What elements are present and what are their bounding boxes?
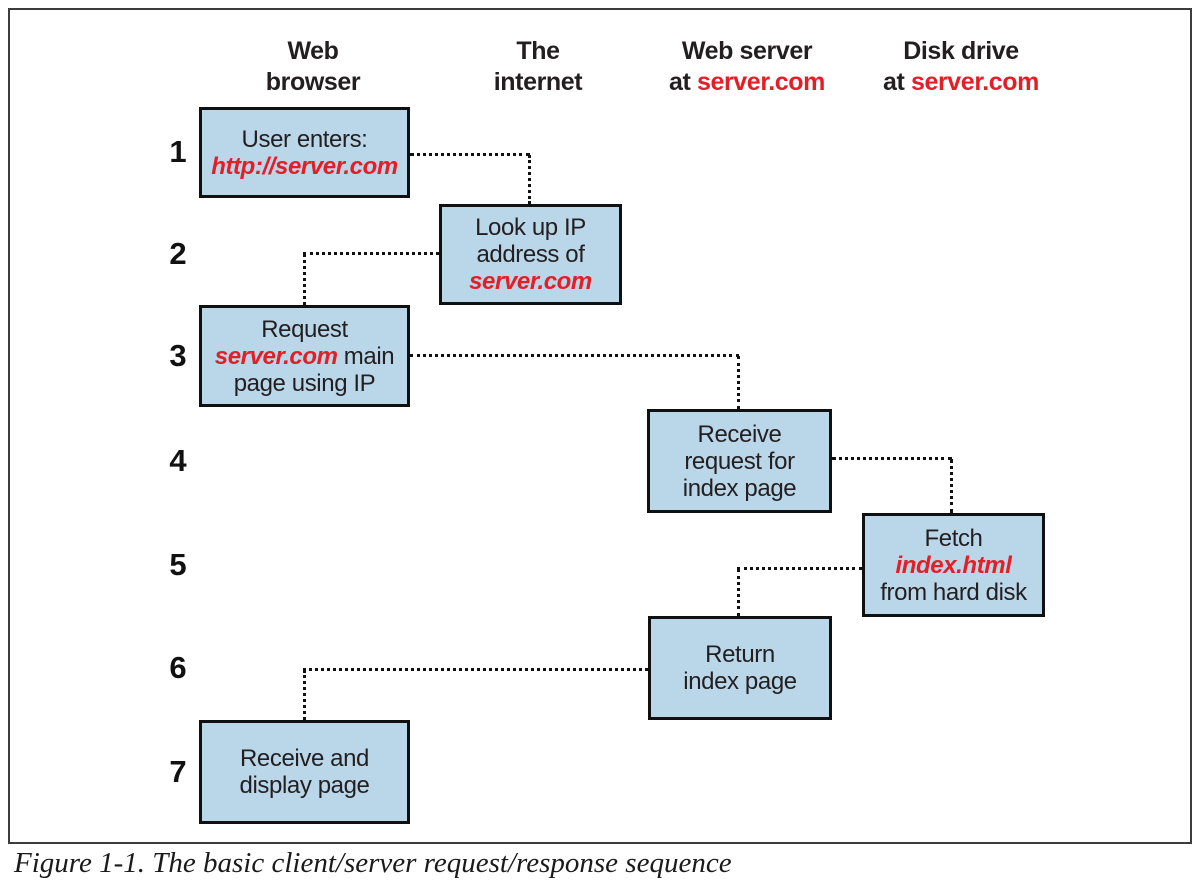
column-header-the-internet: The internet [428, 36, 648, 98]
connector-1-to-2-vertical [528, 155, 531, 204]
connector-3-to-4-horizontal [410, 354, 739, 357]
step-number-7: 7 [169, 754, 187, 789]
connector-2-to-3-horizontal [303, 252, 439, 255]
box-line: Receive and [239, 745, 370, 772]
connector-5-to-6-vertical [737, 569, 740, 616]
step-box-3: Request server.com main page using IP [199, 305, 410, 407]
column-header-web-server: Web server at server.com [637, 36, 857, 98]
step-number-3: 3 [169, 338, 187, 373]
connector-2-to-3-vertical [303, 254, 306, 305]
box-line: address of [476, 241, 585, 268]
box-line: from hard disk [880, 578, 1027, 606]
box-line: Look up IP [475, 214, 586, 241]
connector-3-to-4-vertical [737, 356, 740, 409]
column-header-line: at server.com [851, 67, 1071, 98]
step-number-6: 6 [169, 650, 187, 685]
step-box-1: User enters: http://server.com [199, 107, 410, 198]
box-line-url: http://server.com [211, 152, 398, 180]
column-header-line: The [516, 37, 560, 65]
connector-4-to-5-vertical [950, 459, 953, 513]
box-line: page using IP [233, 369, 376, 397]
box-line-url: index.html [895, 551, 1012, 579]
box-line: display page [239, 772, 370, 799]
column-header-line: internet [493, 68, 583, 96]
step-box-4: Receive request for index page [647, 409, 832, 513]
box-line: Return [705, 641, 775, 668]
connector-6-to-7-vertical [303, 670, 306, 720]
step-number-5: 5 [169, 547, 187, 582]
column-header-disk-drive: Disk drive at server.com [851, 36, 1071, 98]
box-line: Request [261, 315, 348, 343]
diagram-frame: Web browser The internet Web server at s… [8, 8, 1192, 844]
step-box-2: Look up IP address of server.com [439, 204, 622, 305]
box-line: Receive [697, 420, 782, 448]
connector-1-to-2-horizontal [410, 153, 530, 156]
box-line: request for [684, 447, 795, 475]
step-number-2: 2 [169, 236, 187, 271]
column-header-line: Web server [681, 37, 813, 65]
header-servercom-text: server.com [696, 68, 826, 96]
column-header-web-browser: Web browser [203, 36, 423, 98]
figure-caption: Figure 1-1. The basic client/server requ… [14, 847, 732, 879]
step-number-4: 4 [169, 443, 187, 478]
header-servercom-text: server.com [910, 68, 1040, 96]
box-line: User enters: [241, 125, 368, 153]
column-header-line: at server.com [637, 67, 857, 98]
box-line: index page [683, 668, 797, 695]
box-line-url: server.com [469, 268, 592, 295]
step-box-7: Receive and display page [199, 720, 410, 824]
box-line: Fetch [924, 524, 983, 552]
connector-6-to-7-horizontal [303, 668, 648, 671]
step-box-5: Fetch index.html from hard disk [862, 513, 1045, 617]
header-at-text: at [882, 68, 911, 96]
connector-5-to-6-horizontal [737, 567, 862, 570]
box-line: index page [682, 474, 797, 502]
step-box-6: Return index page [648, 616, 832, 720]
column-header-line: Web [287, 37, 339, 65]
box-line-url: server.com [214, 342, 338, 370]
step-number-1: 1 [169, 134, 187, 169]
box-line-text: main [337, 342, 395, 370]
header-at-text: at [668, 68, 697, 96]
column-header-line: browser [265, 68, 361, 96]
connector-4-to-5-horizontal [832, 457, 952, 460]
column-header-line: Disk drive [903, 37, 1019, 65]
box-line: server.com main [214, 342, 395, 370]
